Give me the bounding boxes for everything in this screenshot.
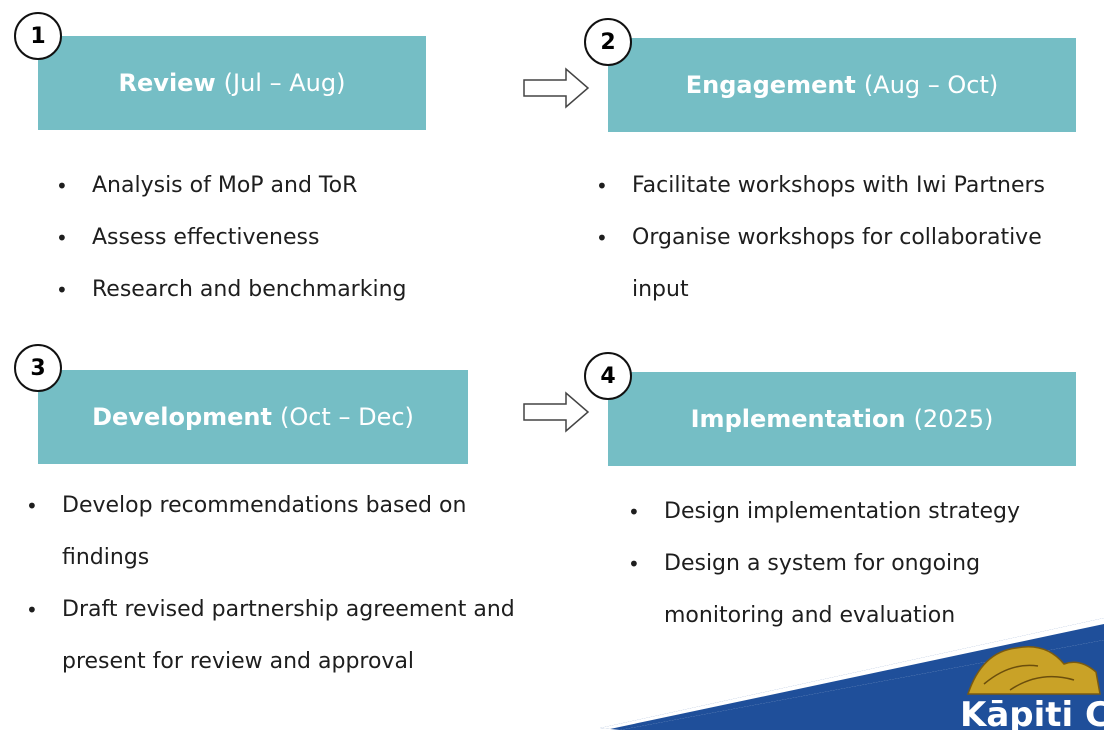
phase-3-number-badge: 3 bbox=[14, 344, 62, 392]
phase-4-period: (2025) bbox=[913, 405, 994, 433]
phase-4-box: Implementation (2025) bbox=[608, 372, 1076, 466]
phase-3-bullet: Draft revised partnership agreement and … bbox=[26, 584, 516, 688]
phase-3-title: Development bbox=[92, 403, 272, 431]
phase-2-bullet: Facilitate workshops with Iwi Partners bbox=[596, 160, 1104, 212]
phase-2-period: (Aug – Oct) bbox=[863, 71, 999, 99]
council-logo: Kāpiti C bbox=[600, 618, 1104, 730]
phase-2-title: Engagement bbox=[685, 71, 856, 99]
phase-4-bullet: Design a system for ongoing monitoring a… bbox=[628, 538, 1068, 642]
phase-1-bullet: Assess effectiveness bbox=[56, 212, 476, 264]
phase-4-bullet-list: Design implementation strategy Design a … bbox=[628, 486, 1068, 642]
phase-3-bullet-list: Develop recommendations based on finding… bbox=[26, 480, 516, 688]
phase-1-number-badge: 1 bbox=[14, 12, 62, 60]
phase-3-period: (Oct – Dec) bbox=[279, 403, 414, 431]
phase-1-bullet: Analysis of MoP and ToR bbox=[56, 160, 476, 212]
arrow-right-icon bbox=[523, 391, 590, 433]
phase-1-box: Review (Jul – Aug) bbox=[38, 36, 426, 130]
phase-2-box: Engagement (Aug – Oct) bbox=[608, 38, 1076, 132]
phase-1-title: Review bbox=[118, 69, 216, 97]
phase-2-number-badge: 2 bbox=[584, 18, 632, 66]
phase-4-number-badge: 4 bbox=[584, 352, 632, 400]
phase-2-bullet: Organise workshops for collaborative inp… bbox=[596, 212, 1104, 316]
phase-3-bullet: Develop recommendations based on finding… bbox=[26, 480, 516, 584]
phase-3-box: Development (Oct – Dec) bbox=[38, 370, 468, 464]
phase-4-title: Implementation bbox=[690, 405, 906, 433]
arrow-right-icon bbox=[523, 67, 590, 109]
phase-2-bullet-list: Facilitate workshops with Iwi Partners O… bbox=[596, 160, 1104, 316]
phase-1-bullet: Research and benchmarking bbox=[56, 264, 476, 316]
phase-4-bullet: Design implementation strategy bbox=[628, 486, 1068, 538]
logo-text: Kāpiti C bbox=[960, 695, 1104, 730]
phase-1-bullet-list: Analysis of MoP and ToR Assess effective… bbox=[56, 160, 476, 316]
phase-1-period: (Jul – Aug) bbox=[223, 69, 346, 97]
